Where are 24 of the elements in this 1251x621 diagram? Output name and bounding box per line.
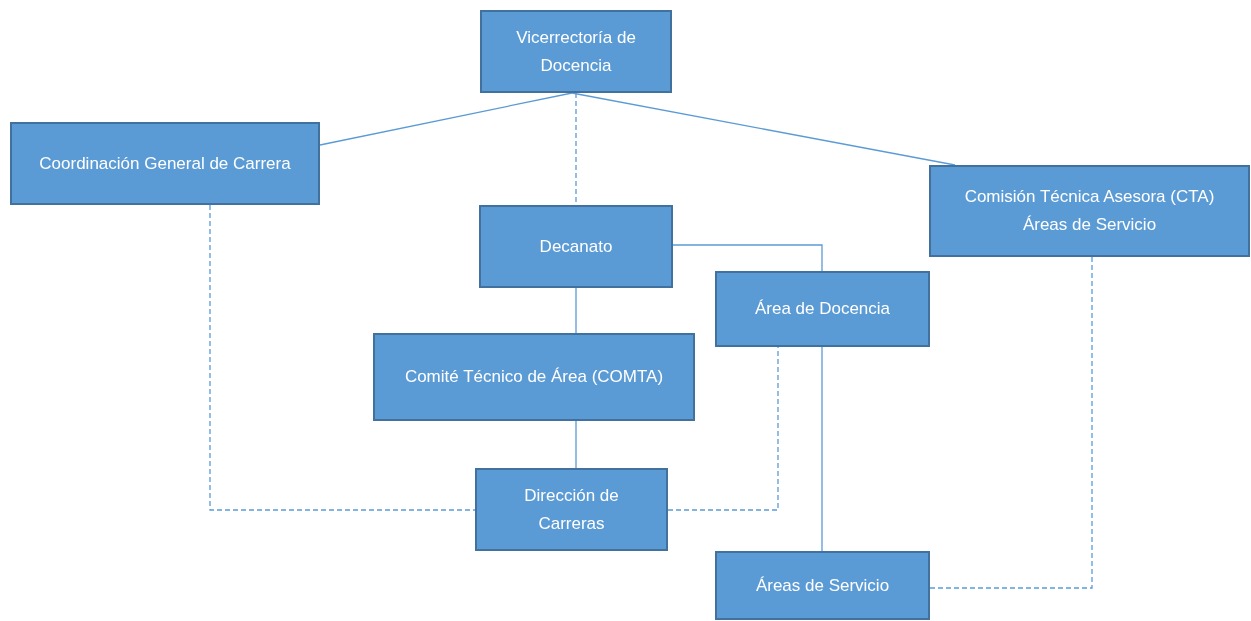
org-box [715, 551, 930, 620]
org-box [10, 122, 320, 205]
connector-line [571, 92, 956, 166]
box-label: Dirección de Carreras [523, 484, 620, 535]
connector-line [821, 346, 823, 552]
box-label: Coordinación General de Carrera [39, 152, 291, 175]
dashed-connector [929, 256, 1093, 589]
connector-line [319, 92, 573, 146]
box-label: Decanato [539, 235, 613, 258]
org-box [715, 271, 930, 347]
org-box [373, 333, 695, 421]
org-box [475, 468, 668, 551]
box-label: Vicerrectoría de Docencia [515, 26, 637, 77]
connector-line [575, 287, 577, 334]
org-box [480, 10, 672, 93]
connector-line [575, 420, 577, 469]
org-box [929, 165, 1250, 257]
box-label: Área de Docencia [754, 298, 891, 320]
dashed-connector [209, 204, 476, 511]
box-label: Comité Técnico de Área (COMTA) [404, 366, 664, 388]
connector-line [672, 244, 823, 272]
org-box [479, 205, 673, 288]
box-label: Comisión Técnica Asesora (CTA) Áreas de Servicio [963, 186, 1216, 236]
box-label: Áreas de Servicio [755, 574, 890, 597]
